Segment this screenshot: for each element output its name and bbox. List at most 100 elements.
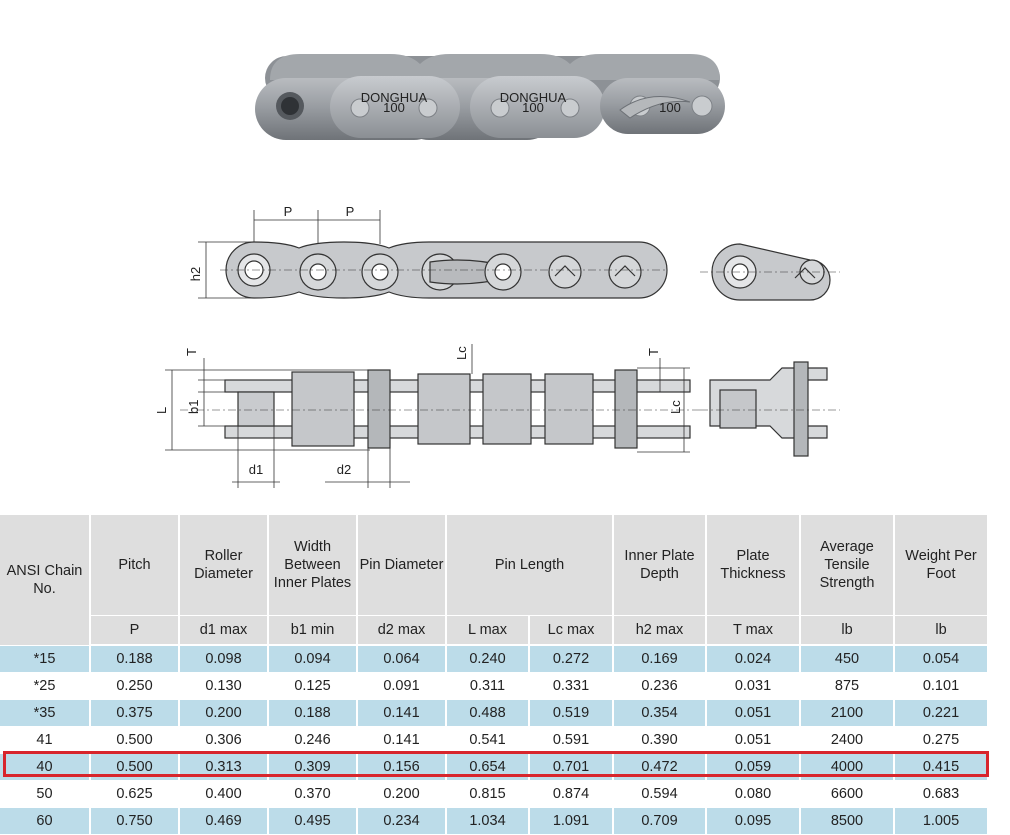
table-cell: 0.709 — [613, 807, 707, 835]
header-average-tensile-strength: Average Tensile Strength — [800, 515, 895, 616]
table-cell: 0.354 — [613, 699, 707, 727]
unit-cell: d1 max — [179, 615, 269, 646]
table-cell: 0.874 — [529, 780, 614, 808]
table-cell: 0.051 — [706, 726, 801, 754]
dim-label-h2: h2 — [188, 267, 203, 281]
header-ansi-chain-no: ANSI Chain No. — [0, 515, 91, 646]
table-cell: 0.591 — [529, 726, 614, 754]
table-cell: 0.331 — [529, 672, 614, 700]
table-cell: 0.141 — [357, 726, 447, 754]
unit-cell: P — [90, 615, 180, 646]
table-cell: 0.541 — [446, 726, 530, 754]
table-header-row: ANSI Chain No. Pitch Roller Diameter Wid… — [0, 515, 989, 646]
chain-photo: DONGHUA 100 DONGHUA 100 100 — [255, 54, 725, 140]
table-cell: 0.370 — [268, 780, 358, 808]
table-cell: 2400 — [800, 726, 895, 754]
table-cell: 1.005 — [894, 807, 989, 835]
dim-label-d1: d1 — [249, 462, 263, 477]
table-cell: 0.031 — [706, 672, 801, 700]
table-cell: 0.272 — [529, 645, 614, 673]
table-cell: 0.236 — [613, 672, 707, 700]
table-units-row: P d1 max b1 min d2 max L max Lc max h2 m… — [0, 615, 989, 646]
table-cell: 1.034 — [446, 807, 530, 835]
table-cell: 0.495 — [268, 807, 358, 835]
table-cell: 0.221 — [894, 699, 989, 727]
brand-code-1: 100 — [383, 100, 405, 115]
top-view-drawing — [165, 344, 700, 488]
table-cell: 40 — [0, 753, 91, 781]
table-cell: *35 — [0, 699, 91, 727]
dim-label-pitch-1: P — [284, 204, 293, 219]
table-cell: 0.683 — [894, 780, 989, 808]
dim-label-b1: b1 — [186, 400, 201, 414]
table-cell: 450 — [800, 645, 895, 673]
table-cell: 0.313 — [179, 753, 269, 781]
brand-code-3: 100 — [659, 100, 681, 115]
chain-drawing: DONGHUA 100 DONGHUA 100 100 P P h2 — [154, 54, 840, 488]
chain-spec-table: ANSI Chain No. Pitch Roller Diameter Wid… — [0, 515, 989, 835]
table-cell: 875 — [800, 672, 895, 700]
dim-label-l: L — [154, 407, 169, 414]
table-cell: 0.059 — [706, 753, 801, 781]
table-cell: 6600 — [800, 780, 895, 808]
table-cell: 0.306 — [179, 726, 269, 754]
dim-label-pitch-2: P — [346, 204, 355, 219]
dim-label-d2: d2 — [337, 462, 351, 477]
table-cell: 0.234 — [357, 807, 447, 835]
table-cell: 0.594 — [613, 780, 707, 808]
table-cell: 0.095 — [706, 807, 801, 835]
table-cell: 0.156 — [357, 753, 447, 781]
table-cell: 0.098 — [179, 645, 269, 673]
unit-cell: b1 min — [268, 615, 358, 646]
header-pin-diameter: Pin Diameter — [357, 515, 447, 616]
table-cell: 0.390 — [613, 726, 707, 754]
table-cell: 0.375 — [90, 699, 180, 727]
table-cell: 0.488 — [446, 699, 530, 727]
unit-cell: Lc max — [529, 615, 614, 646]
table-cell: 8500 — [800, 807, 895, 835]
brand-text-2: DONGHUA — [500, 90, 567, 105]
header-inner-plate-depth: Inner Plate Depth — [613, 515, 707, 616]
table-cell: 0.311 — [446, 672, 530, 700]
table-cell: 0.815 — [446, 780, 530, 808]
table-cell: 0.024 — [706, 645, 801, 673]
table-cell: 60 — [0, 807, 91, 835]
side-view-drawing — [198, 210, 668, 299]
table-cell: 0.309 — [268, 753, 358, 781]
table-cell: 0.051 — [706, 699, 801, 727]
table-cell: 0.500 — [90, 753, 180, 781]
table-cell: 2100 — [800, 699, 895, 727]
chain-illustration: DONGHUA 100 DONGHUA 100 100 P P h2 — [154, 54, 840, 488]
unit-cell: h2 max — [613, 615, 707, 646]
unit-cell: T max — [706, 615, 801, 646]
table-cell: 0.701 — [529, 753, 614, 781]
header-plate-thickness: Plate Thickness — [706, 515, 801, 616]
table-cell: 0.188 — [90, 645, 180, 673]
table-cell: 0.519 — [529, 699, 614, 727]
unit-cell: d2 max — [357, 615, 447, 646]
table-cell: 0.250 — [90, 672, 180, 700]
table-cell: 1.091 — [529, 807, 614, 835]
table-cell: 0.064 — [357, 645, 447, 673]
table-cell: 0.500 — [90, 726, 180, 754]
header-roller-diameter: Roller Diameter — [179, 515, 269, 616]
table-cell: 0.246 — [268, 726, 358, 754]
table-cell: 50 — [0, 780, 91, 808]
table-cell: 0.101 — [894, 672, 989, 700]
header-weight-per-foot: Weight Per Foot — [894, 515, 989, 616]
table-cell: 0.130 — [179, 672, 269, 700]
table-cell: 0.750 — [90, 807, 180, 835]
table-cell: 0.625 — [90, 780, 180, 808]
table-cell: 0.141 — [357, 699, 447, 727]
table-cell: 4000 — [800, 753, 895, 781]
table-cell: *15 — [0, 645, 91, 673]
table-cell: 0.400 — [179, 780, 269, 808]
